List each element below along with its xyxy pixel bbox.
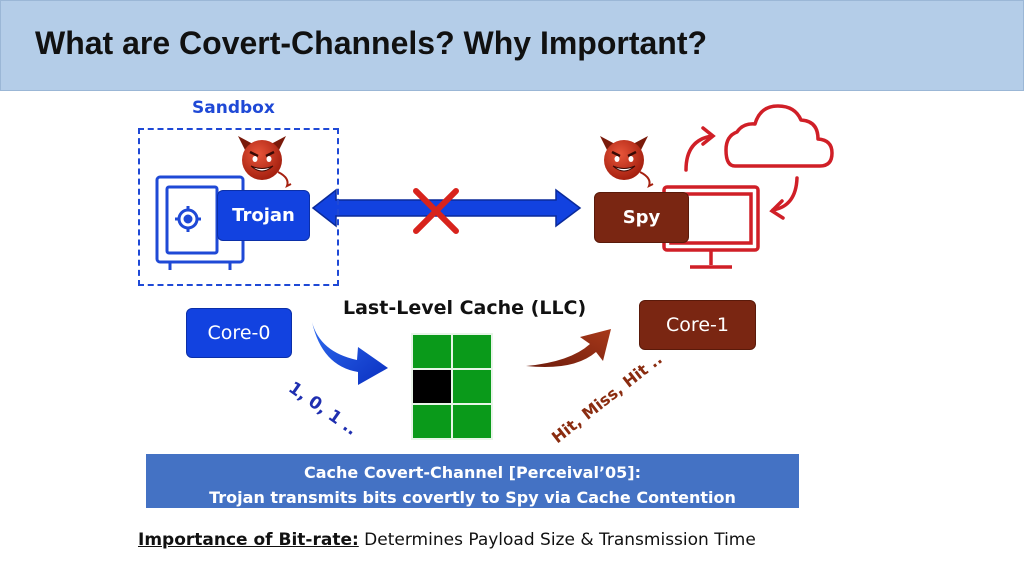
footer-text: Determines Payload Size & Transmission T… [358,530,756,550]
core-0-label: Core-0 [186,308,292,358]
trojan-label: Trojan [217,190,310,241]
banner-line-2: Trojan transmits bits covertly to Spy vi… [209,488,736,507]
cycle-arrow-bottom-icon [769,176,799,220]
page-title: What are Covert-Channels? Why Important? [35,25,708,61]
cloud-icon [724,104,834,168]
cycle-arrow-top-icon [684,126,716,172]
banner-line-1: Cache Covert-Channel [Perceival’05]: [303,463,641,482]
cache-to-core1-arrow [526,329,611,368]
footer-note: Importance of Bit-rate: Determines Paylo… [138,530,756,550]
devil-icon-spy [600,136,654,189]
llc-label: Last-Level Cache (LLC) [343,297,587,319]
cache-line-black [411,368,453,405]
cache-line-green [411,333,453,370]
core0-to-cache-arrow [312,322,388,385]
sandbox-label: Sandbox [192,98,275,118]
title-bar: What are Covert-Channels? Why Important? [0,0,1024,91]
devil-icon-trojan [238,136,292,189]
cache-line-green [411,403,453,440]
sandbox-boundary [138,128,339,286]
covert-channel-banner: Cache Covert-Channel [Perceival’05]: Tro… [146,454,799,508]
cache-grid [411,333,493,440]
spy-label: Spy [594,192,689,243]
cache-line-green [451,333,493,370]
safe-icon [155,175,245,270]
core-1-label: Core-1 [639,300,756,350]
cache-line-green [451,403,493,440]
footer-label: Importance of Bit-rate: [138,530,359,550]
blocked-channel-arrow [311,188,582,228]
blocked-x-icon [413,188,459,234]
cache-line-green [451,368,493,405]
